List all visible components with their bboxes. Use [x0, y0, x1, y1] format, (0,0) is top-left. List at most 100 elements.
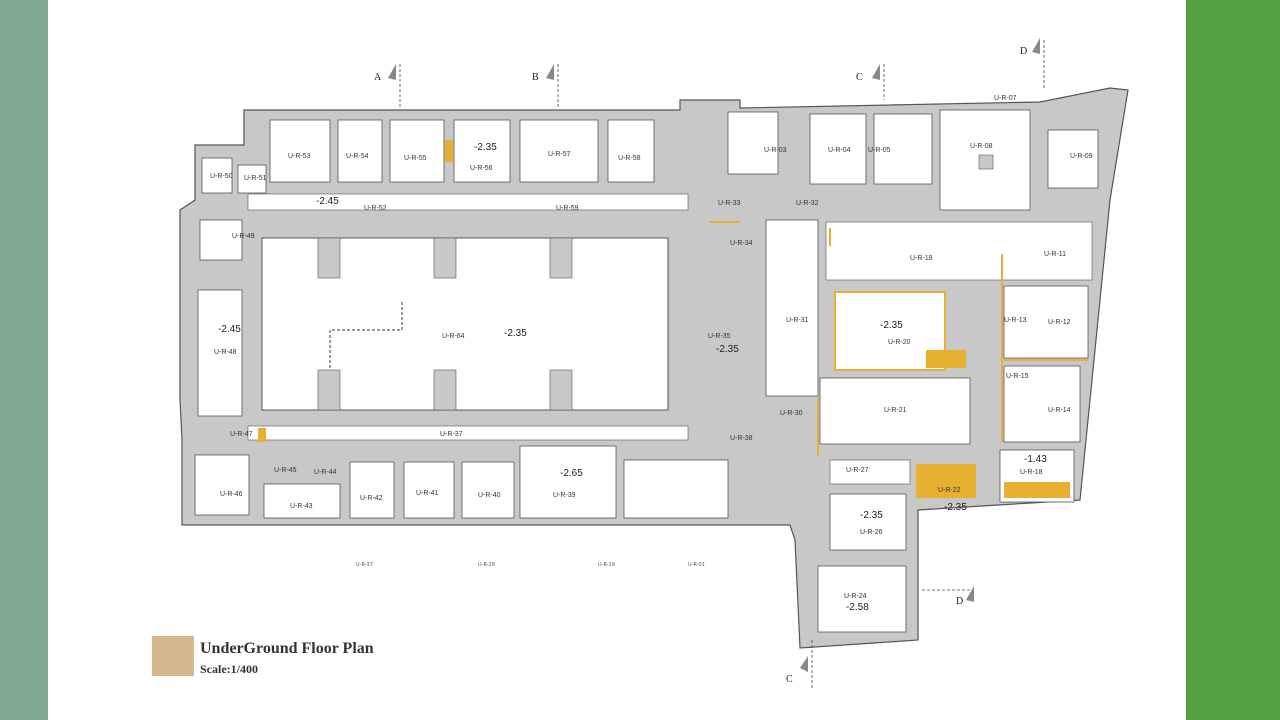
- floor-plan: A B C D C D -2.35 -2.45 -2.45 -2.35 -2.3…: [179, 38, 1129, 690]
- stair-highlight: [926, 350, 966, 368]
- left-accent-bar: [0, 0, 48, 720]
- room-u-r-40: [461, 461, 515, 519]
- room-u-r-48: [197, 289, 243, 417]
- room-label: U-R-34: [730, 240, 753, 247]
- room-label: U-R-07: [994, 95, 1017, 102]
- dashed-line: [329, 302, 403, 370]
- room-label: U-R-13: [1004, 317, 1027, 324]
- level-label: -1.43: [1024, 454, 1047, 465]
- room-u-r-03: [727, 111, 779, 175]
- room-label: U-R-12: [1048, 319, 1071, 326]
- room-u-r-26: [829, 493, 907, 551]
- room-label: U-R-15: [1006, 373, 1029, 380]
- room-label: U-R-27: [846, 467, 869, 474]
- plan-title: UnderGround Floor Plan: [200, 640, 374, 657]
- room-u-r-54: [337, 119, 383, 183]
- room-u-r-09: [1047, 129, 1099, 189]
- column: [978, 154, 994, 170]
- room-label: U-R-44: [314, 469, 337, 476]
- right-accent-bar: [1186, 0, 1280, 720]
- room-label: U-R-33: [718, 200, 741, 207]
- legend-text: U-R-37: [356, 562, 373, 568]
- wall-pier: [433, 369, 457, 411]
- level-label: -2.35: [504, 328, 527, 339]
- section-arrow-icon: [1032, 38, 1040, 54]
- room-label: U-R-38: [730, 435, 753, 442]
- room-u-r-43: [263, 483, 341, 519]
- room-u-r-51: [237, 164, 267, 194]
- room-label: U-R-03: [764, 147, 787, 154]
- room-u-r-42: [349, 461, 395, 519]
- room-u-r-46: [194, 454, 250, 516]
- room-label: U-R-52: [364, 205, 387, 212]
- section-label-a: A: [374, 72, 382, 83]
- room-u-r-49: [199, 219, 243, 261]
- room-u-r-58: [607, 119, 655, 183]
- room-label: U-R-31: [786, 317, 809, 324]
- room-label: U-R-59: [556, 205, 579, 212]
- section-arrow-icon: [388, 64, 396, 80]
- room-u-r-57: [519, 119, 599, 183]
- section-label-d: D: [1020, 46, 1027, 57]
- level-label: -2.65: [560, 468, 583, 479]
- room-u-r-50: [201, 157, 233, 194]
- room-label: U-R-51: [244, 175, 267, 182]
- legend-swatch: [152, 636, 194, 676]
- room-label: U-R-26: [860, 529, 883, 536]
- room-label: U-R-14: [1048, 407, 1071, 414]
- room-label: U-R-21: [884, 407, 907, 414]
- section-label-d-right: D: [956, 596, 963, 607]
- room-label: U-R-40: [478, 492, 501, 499]
- room-label: U-R-04: [828, 147, 851, 154]
- room-label: U-R-41: [416, 490, 439, 497]
- level-label: -2.45: [316, 196, 339, 207]
- room-label: U-R-48: [214, 349, 237, 356]
- section-label-c-bottom: C: [786, 674, 793, 685]
- room-u-r-05: [873, 113, 933, 185]
- room-u-r-21: [819, 377, 971, 445]
- room-u-r-27: [829, 459, 911, 485]
- room-u-r-53: [269, 119, 331, 183]
- room-u-r-55: [389, 119, 445, 183]
- room-label: U-R-54: [346, 153, 369, 160]
- room-label: U-R-05: [868, 147, 891, 154]
- room-u-r-19: [825, 221, 1093, 281]
- room-label: U-R-57: [548, 151, 571, 158]
- level-label: -2.58: [846, 602, 869, 613]
- room-label: U-R-47: [230, 431, 253, 438]
- room-label: U-R-42: [360, 495, 383, 502]
- level-label: -2.35: [880, 320, 903, 331]
- section-arrow-icon: [546, 64, 554, 80]
- corridor-u-r-37: [247, 425, 689, 441]
- room-label: U-R-22: [938, 487, 961, 494]
- section-arrow-icon: [800, 656, 808, 672]
- room-u-r-39a: [519, 445, 617, 519]
- room-label: U-R-08: [970, 143, 993, 150]
- room-label: U-R-64: [442, 333, 465, 340]
- room-label: U-R-32: [796, 200, 819, 207]
- room-label: U-R-19: [910, 255, 933, 262]
- stair-highlight: [1004, 482, 1070, 498]
- room-label: U-R-20: [888, 339, 911, 346]
- room-label: U-R-39: [553, 492, 576, 499]
- slide-canvas: A B C D C D -2.35 -2.45 -2.45 -2.35 -2.3…: [48, 0, 1186, 720]
- room-label: U-R-56: [470, 165, 493, 172]
- room-u-r-12: [1003, 285, 1089, 359]
- room-label: U-R-53: [288, 153, 311, 160]
- room-label: U-R-43: [290, 503, 313, 510]
- level-label: -2.35: [860, 510, 883, 521]
- room-label: U-R-11: [1044, 251, 1066, 258]
- wall-pier: [549, 237, 573, 279]
- section-label-c: C: [856, 72, 863, 83]
- section-arrow-icon: [966, 586, 974, 602]
- room-label: U-R-55: [404, 155, 427, 162]
- level-label: -2.45: [218, 324, 241, 335]
- room-u-r-39: [623, 459, 729, 519]
- level-label: -2.35: [474, 142, 497, 153]
- room-u-r-56: [453, 119, 511, 183]
- room-label: U-R-45: [274, 467, 297, 474]
- room-label: U-R-18: [1020, 469, 1043, 476]
- room-label: U-R-49: [232, 233, 255, 240]
- room-label: U-R-35: [708, 333, 731, 340]
- wall-pier: [433, 237, 457, 279]
